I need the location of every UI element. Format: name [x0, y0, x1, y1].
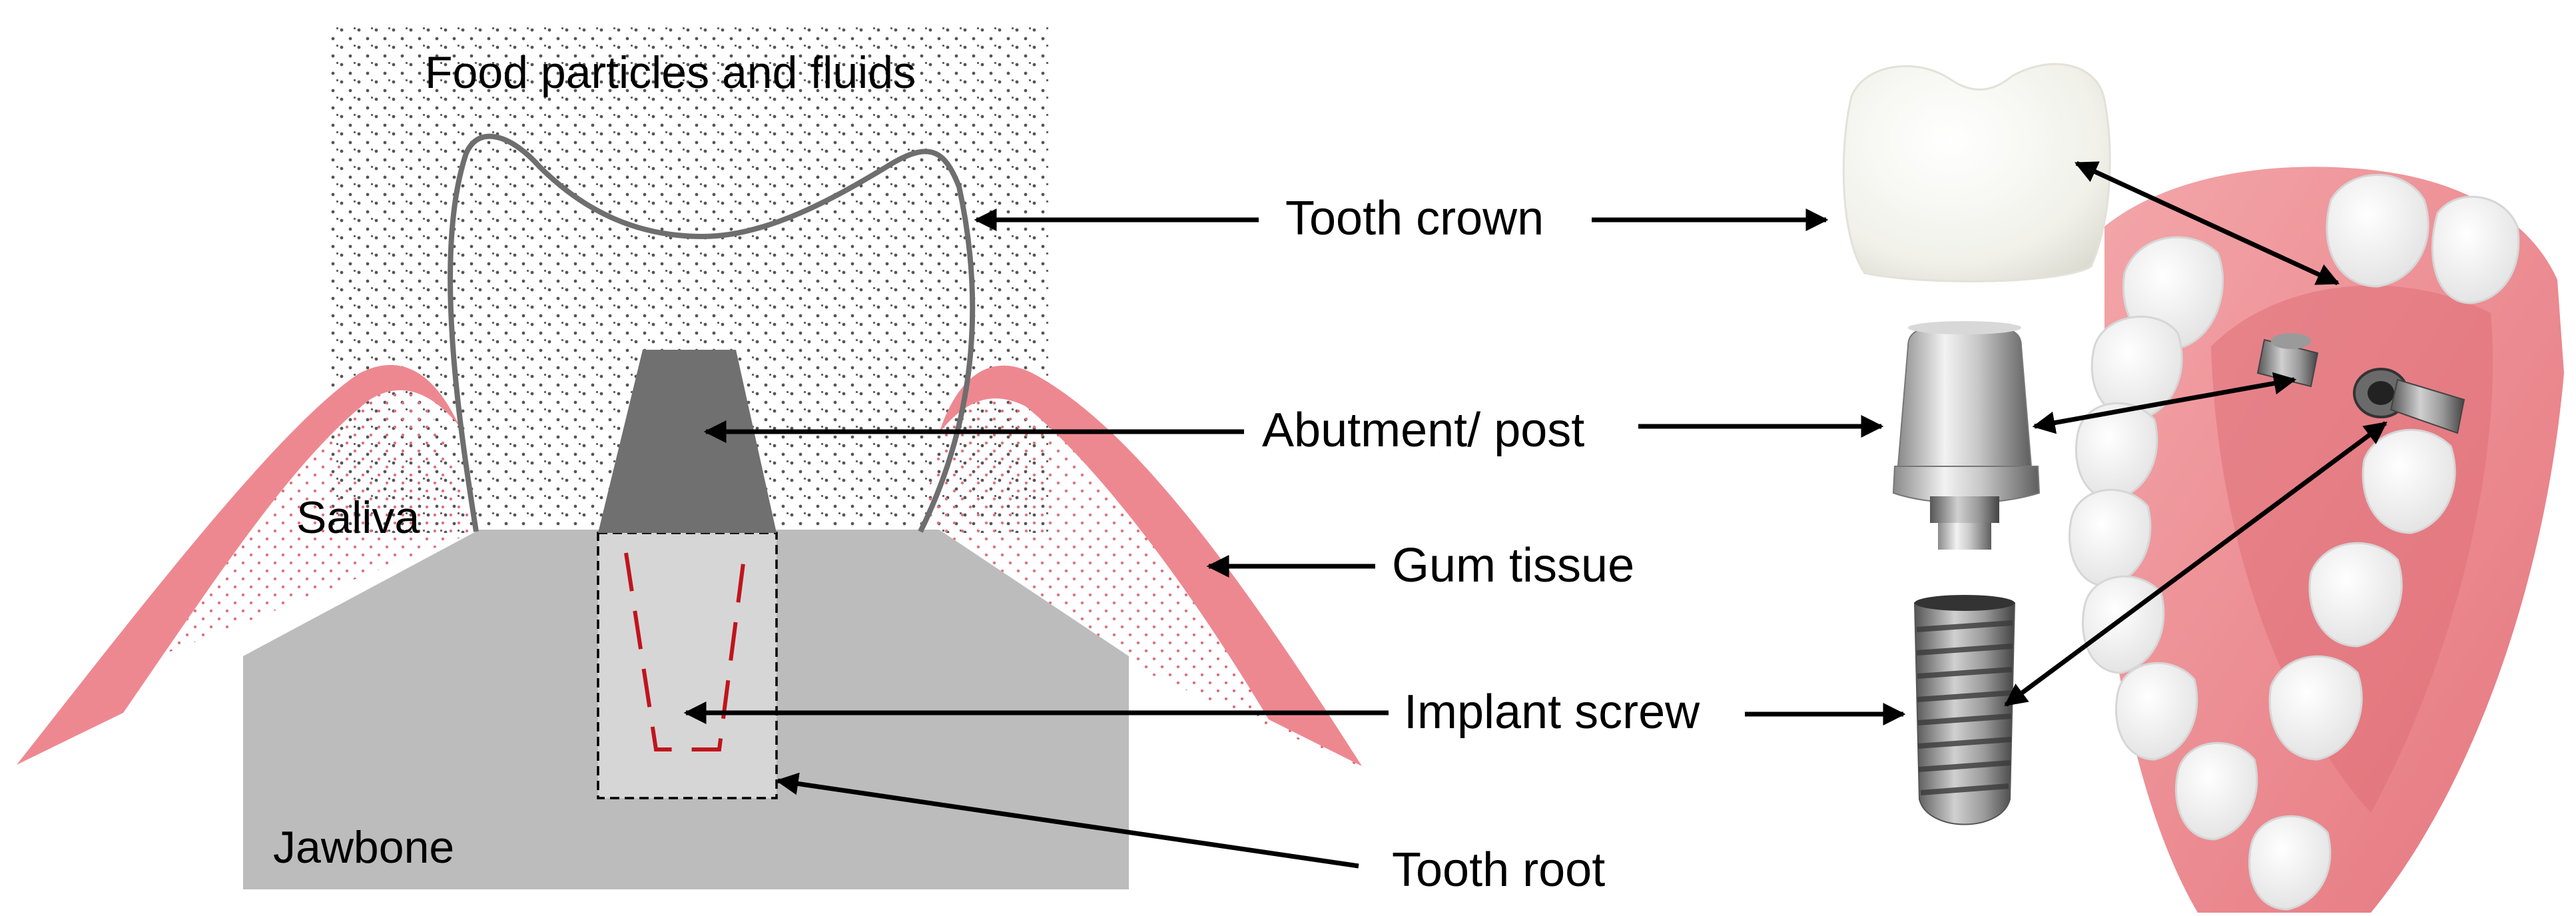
gum-tissue-label: Gum tissue: [1392, 539, 1634, 592]
saliva-label: Saliva: [296, 492, 420, 543]
tooth-root-label: Tooth root: [1392, 843, 1605, 897]
gum-tissue-left: [17, 364, 460, 765]
tooth-root-zone: [597, 532, 778, 799]
food-particles-label: Food particles and fluids: [425, 47, 916, 98]
implant-screw-illustration: [1913, 595, 2016, 825]
implant-screw-outline: [624, 552, 747, 751]
jaw-model-illustration: [2068, 167, 2564, 913]
arrow-abutment-to-model: [2032, 372, 2297, 434]
arrow-root: [775, 772, 1359, 869]
arrow-crown-to-model: [2074, 161, 2340, 286]
arrow-screw-to-model: [2004, 421, 2388, 707]
abutment-illustration: [1892, 321, 2041, 550]
abutment-label: Abutment/ post: [1262, 404, 1584, 457]
implant-screw-label: Implant screw: [1404, 686, 1700, 739]
abutment-post: [598, 350, 777, 533]
tooth-crown-label: Tooth crown: [1285, 192, 1544, 245]
crown-illustration: [1842, 63, 2111, 282]
jawbone-label: Jawbone: [273, 822, 454, 873]
gum-tissue-right: [939, 365, 1362, 766]
tooth-crown-outline: [448, 133, 976, 533]
